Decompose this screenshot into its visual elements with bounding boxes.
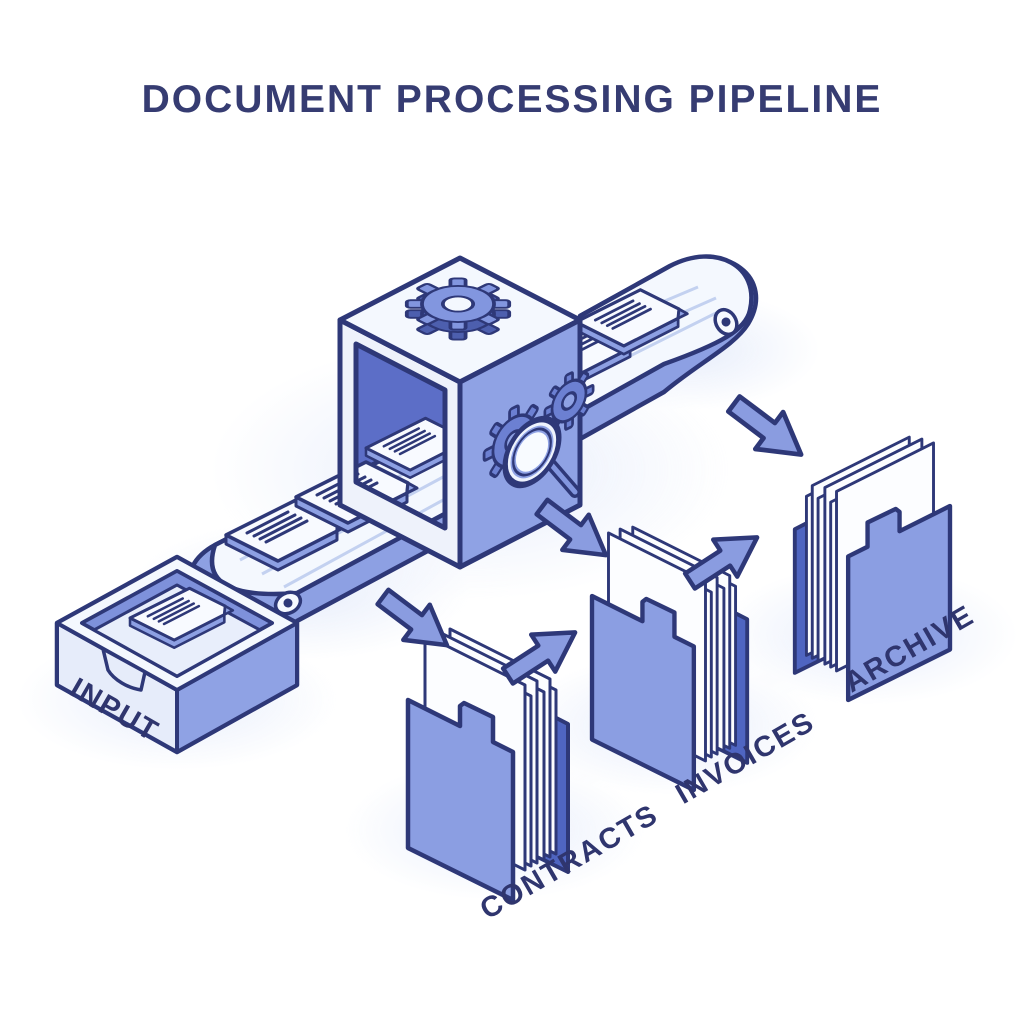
page-title: DOCUMENT PROCESSING PIPELINE bbox=[141, 78, 883, 121]
input-tray bbox=[54, 554, 300, 755]
gear-icon bbox=[383, 265, 533, 353]
conveyor-belt-left bbox=[187, 416, 471, 629]
conveyor-belt-right bbox=[526, 254, 759, 442]
magnifier-icon bbox=[502, 415, 581, 498]
